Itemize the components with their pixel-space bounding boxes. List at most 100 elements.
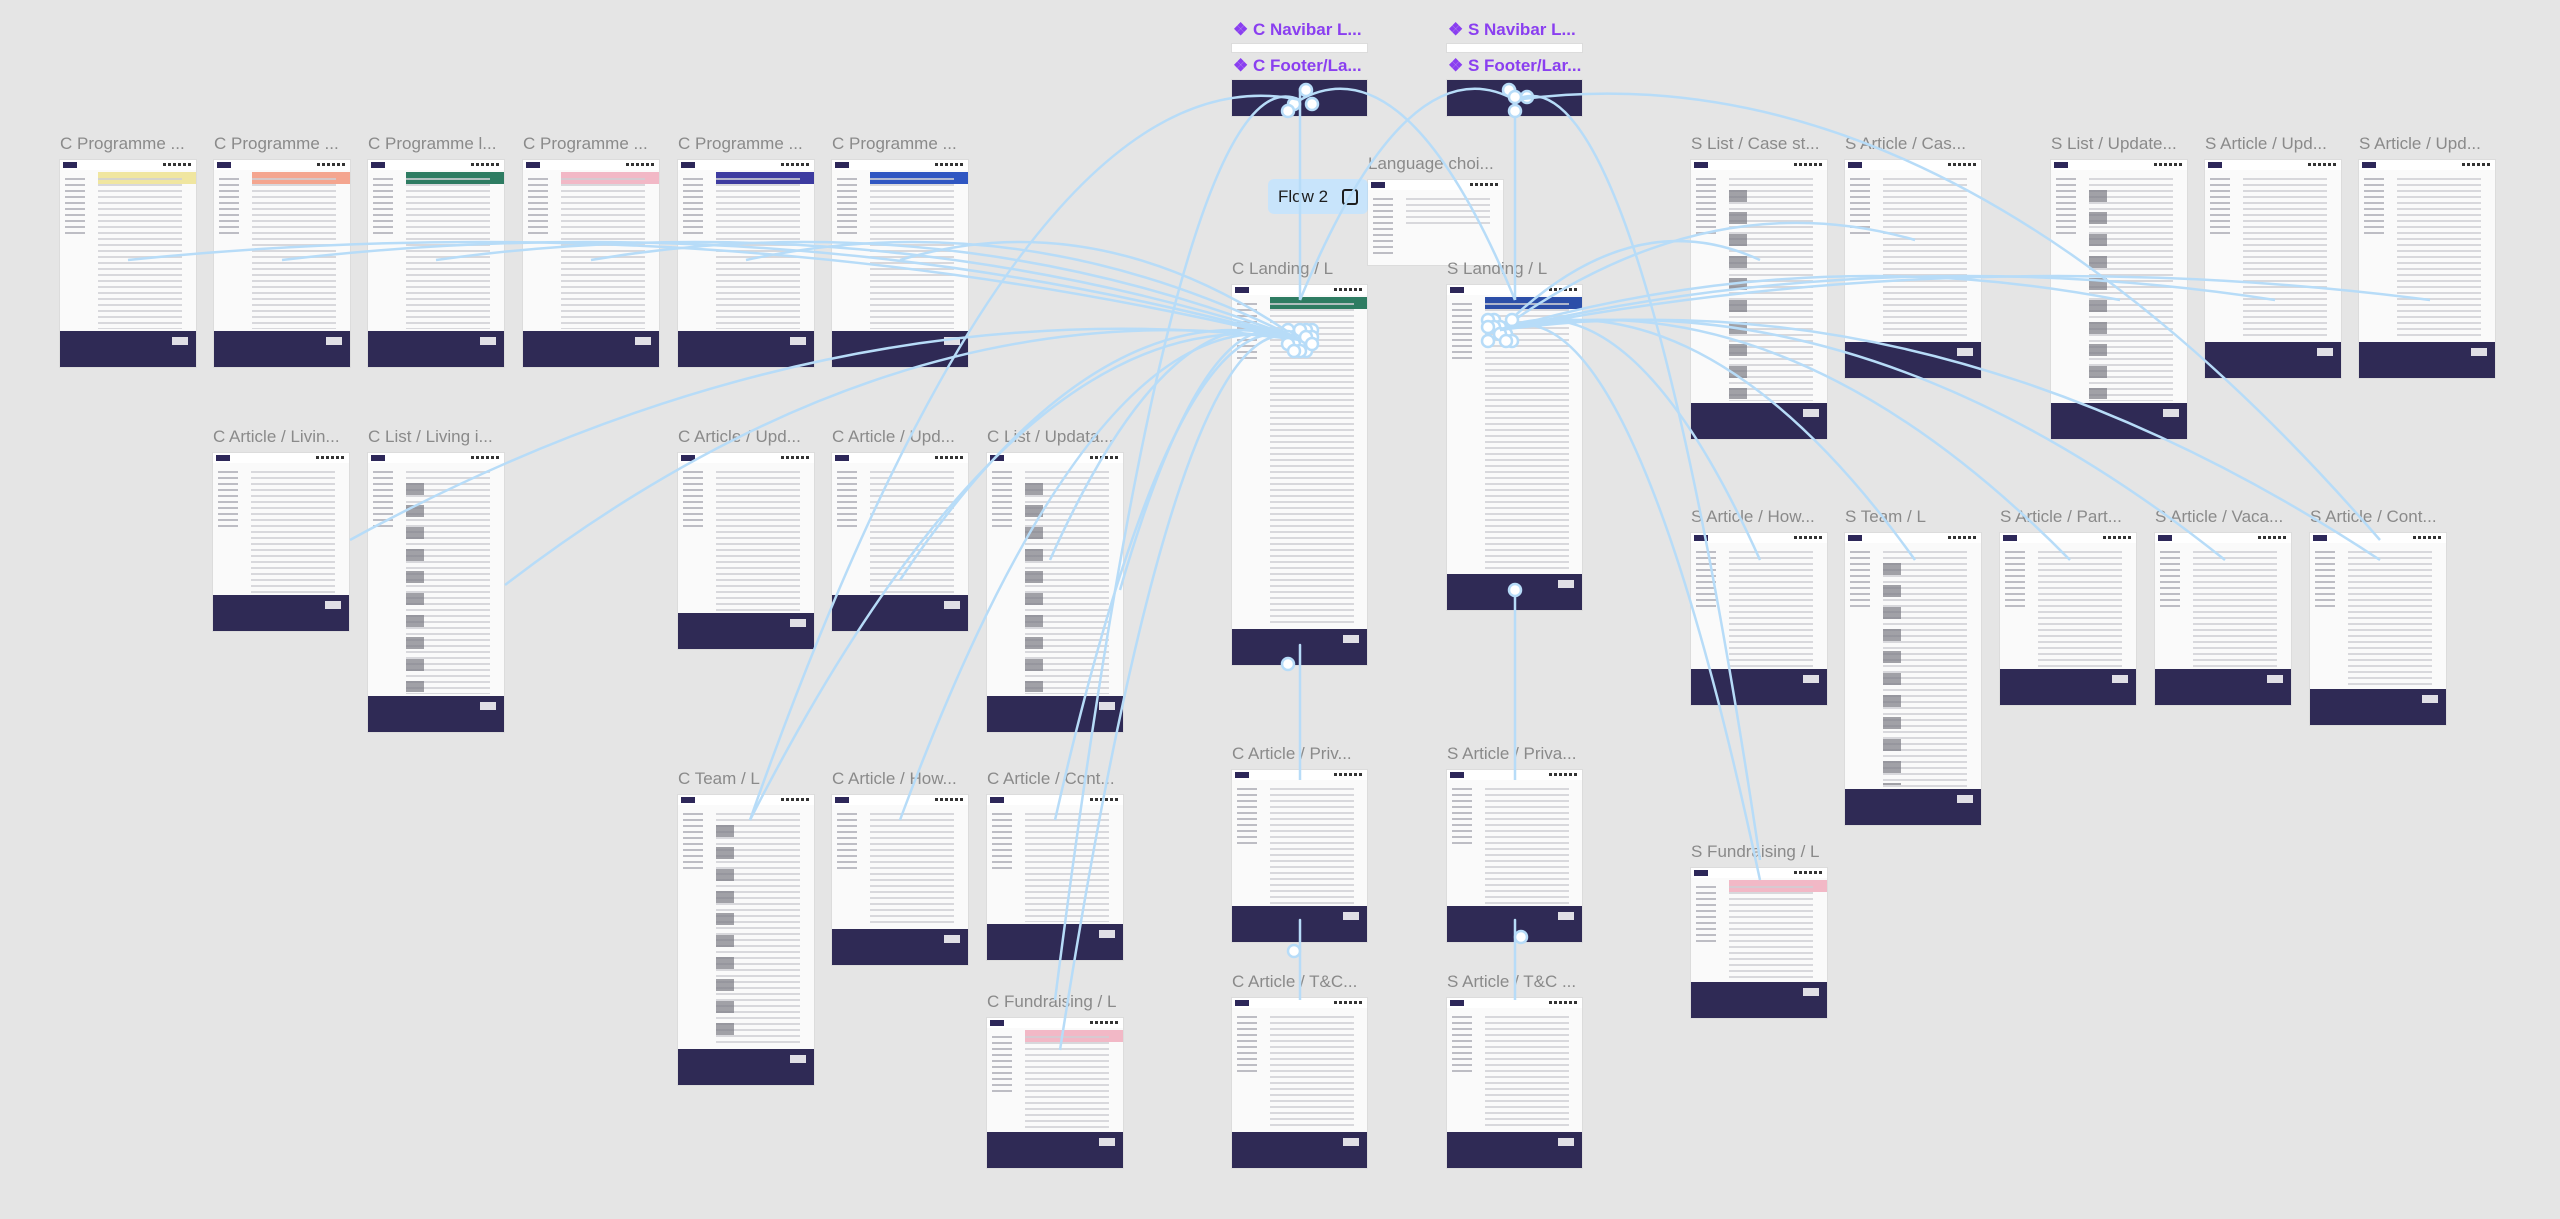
frame-label-c-list-living[interactable]: C List / Living i... (368, 427, 493, 446)
frame-c-prog-3[interactable] (368, 160, 504, 367)
frame-label-language[interactable]: Language choi... (1368, 154, 1494, 173)
flow-start-button[interactable]: Flow 2 (1268, 179, 1368, 214)
frame-c-prog-4[interactable] (523, 160, 659, 367)
logo-icon (2208, 162, 2222, 168)
frame-label-c-team[interactable]: C Team / L (678, 769, 760, 788)
frame-label-c-prog-2[interactable]: C Programme ... (214, 134, 339, 153)
frame-navbar (832, 795, 968, 805)
frame-footer (2359, 342, 2495, 378)
frame-label-c-list-update[interactable]: C List / Updata... (987, 427, 1114, 446)
frame-s-article-cont[interactable] (2310, 533, 2446, 725)
frame-label-c-article-how[interactable]: C Article / How... (832, 769, 957, 788)
frame-c-article-priv[interactable] (1232, 770, 1367, 942)
frame-s-landing[interactable] (1447, 285, 1582, 610)
logo-icon (2313, 535, 2327, 541)
frame-label-s-list-case[interactable]: S List / Case st... (1691, 134, 1820, 153)
frame-label-s-list-update[interactable]: S List / Update... (2051, 134, 2177, 153)
s-footer-component[interactable] (1447, 80, 1582, 116)
frame-label-c-landing[interactable]: C Landing / L (1232, 259, 1334, 278)
frame-sidebar (1696, 551, 1717, 611)
frame-s-article-how[interactable] (1691, 533, 1827, 705)
frame-navbar (678, 795, 814, 805)
frame-c-list-living[interactable] (368, 453, 504, 732)
frame-body-text (1025, 1036, 1110, 1130)
s-footer-component-label[interactable]: ❖ S Footer/Lar... (1448, 56, 1582, 75)
nav-links (781, 456, 811, 459)
frame-label-c-article-cont[interactable]: C Article / Cont... (987, 769, 1115, 788)
nav-links (1549, 773, 1579, 776)
flow-label: Flow 2 (1278, 186, 1329, 206)
frame-label-s-article-upd-2[interactable]: S Article / Upd... (2359, 134, 2481, 153)
frame-label-c-prog-6[interactable]: C Programme ... (832, 134, 957, 153)
frame-s-list-case[interactable] (1691, 160, 1827, 439)
nav-links (1948, 163, 1978, 166)
c-footer-component-label[interactable]: ❖ C Footer/La... (1233, 56, 1362, 75)
frame-c-list-update[interactable] (987, 453, 1123, 732)
frame-c-article-cont[interactable] (987, 795, 1123, 960)
c-navibar-component[interactable] (1232, 44, 1367, 52)
nav-links (935, 163, 965, 166)
frame-body-text (1729, 551, 1814, 667)
frame-label-s-article-upd-1[interactable]: S Article / Upd... (2205, 134, 2327, 153)
frame-label-s-article-vaca[interactable]: S Article / Vaca... (2155, 507, 2284, 526)
frame-c-fundraising[interactable] (987, 1018, 1123, 1168)
frame-label-s-article-case[interactable]: S Article / Cas... (1845, 134, 1966, 153)
frame-label-c-prog-4[interactable]: C Programme ... (523, 134, 648, 153)
c-navibar-component-label[interactable]: ❖ C Navibar L... (1233, 20, 1362, 39)
frame-label-c-prog-3[interactable]: C Programme l... (368, 134, 497, 153)
frame-c-prog-6[interactable] (832, 160, 968, 367)
s-navibar-component[interactable] (1447, 44, 1582, 52)
frame-language[interactable] (1368, 180, 1503, 265)
frame-s-article-part[interactable] (2000, 533, 2136, 705)
frame-label-c-article-living[interactable]: C Article / Livin... (213, 427, 340, 446)
frame-c-article-tc[interactable] (1232, 998, 1367, 1168)
frame-s-article-tc[interactable] (1447, 998, 1582, 1168)
frame-label-s-article-part[interactable]: S Article / Part... (2000, 507, 2122, 526)
frame-s-article-upd-1[interactable] (2205, 160, 2341, 378)
frame-sidebar (1373, 198, 1394, 258)
frame-s-article-priv[interactable] (1447, 770, 1582, 942)
frame-s-fundraising[interactable] (1691, 868, 1827, 1018)
frame-c-prog-5[interactable] (678, 160, 814, 367)
frame-label-c-article-priv[interactable]: C Article / Priv... (1232, 744, 1352, 763)
frame-body-text (2193, 551, 2278, 667)
frame-label-c-prog-1[interactable]: C Programme ... (60, 134, 185, 153)
frame-s-article-vaca[interactable] (2155, 533, 2291, 705)
frame-label-s-article-how[interactable]: S Article / How... (1691, 507, 1815, 526)
frame-c-article-how[interactable] (832, 795, 968, 965)
frame-sidebar (528, 178, 549, 238)
frame-c-prog-2[interactable] (214, 160, 350, 367)
frame-c-team[interactable] (678, 795, 814, 1085)
frame-s-list-update[interactable] (2051, 160, 2187, 439)
frame-navbar (1691, 868, 1827, 878)
frame-label-c-fundraising[interactable]: C Fundraising / L (987, 992, 1117, 1011)
frame-label-s-team[interactable]: S Team / L (1845, 507, 1926, 526)
frame-c-prog-1[interactable] (60, 160, 196, 367)
frame-c-article-upd-2[interactable] (832, 453, 968, 631)
logo-icon (990, 455, 1004, 461)
frame-label-s-fundraising[interactable]: S Fundraising / L (1691, 842, 1820, 861)
nav-links (1090, 798, 1120, 801)
frame-c-landing[interactable] (1232, 285, 1367, 665)
c-footer-component[interactable] (1232, 80, 1367, 116)
frame-label-c-prog-5[interactable]: C Programme ... (678, 134, 803, 153)
frame-navbar (832, 160, 968, 170)
frame-label-s-article-priv[interactable]: S Article / Priva... (1447, 744, 1577, 763)
frame-s-team[interactable] (1845, 533, 1981, 825)
frame-navbar (678, 160, 814, 170)
frame-s-article-case[interactable] (1845, 160, 1981, 378)
frame-label-s-article-tc[interactable]: S Article / T&C ... (1447, 972, 1577, 991)
frame-label-c-article-tc[interactable]: C Article / T&C... (1232, 972, 1358, 991)
frame-c-article-upd-1[interactable] (678, 453, 814, 649)
s-navibar-component-label[interactable]: ❖ S Navibar L... (1448, 20, 1576, 39)
frame-label-c-article-upd-2[interactable]: C Article / Upd... (832, 427, 955, 446)
frame-c-article-living[interactable] (213, 453, 349, 631)
frame-s-article-upd-2[interactable] (2359, 160, 2495, 378)
frame-label-s-landing[interactable]: S Landing / L (1447, 259, 1548, 278)
frame-navbar (1691, 160, 1827, 170)
frame-label-s-article-cont[interactable]: S Article / Cont... (2310, 507, 2437, 526)
frame-label-c-article-upd-1[interactable]: C Article / Upd... (678, 427, 801, 446)
frame-body-text (2243, 178, 2328, 340)
connection-handle[interactable] (1286, 943, 1302, 959)
